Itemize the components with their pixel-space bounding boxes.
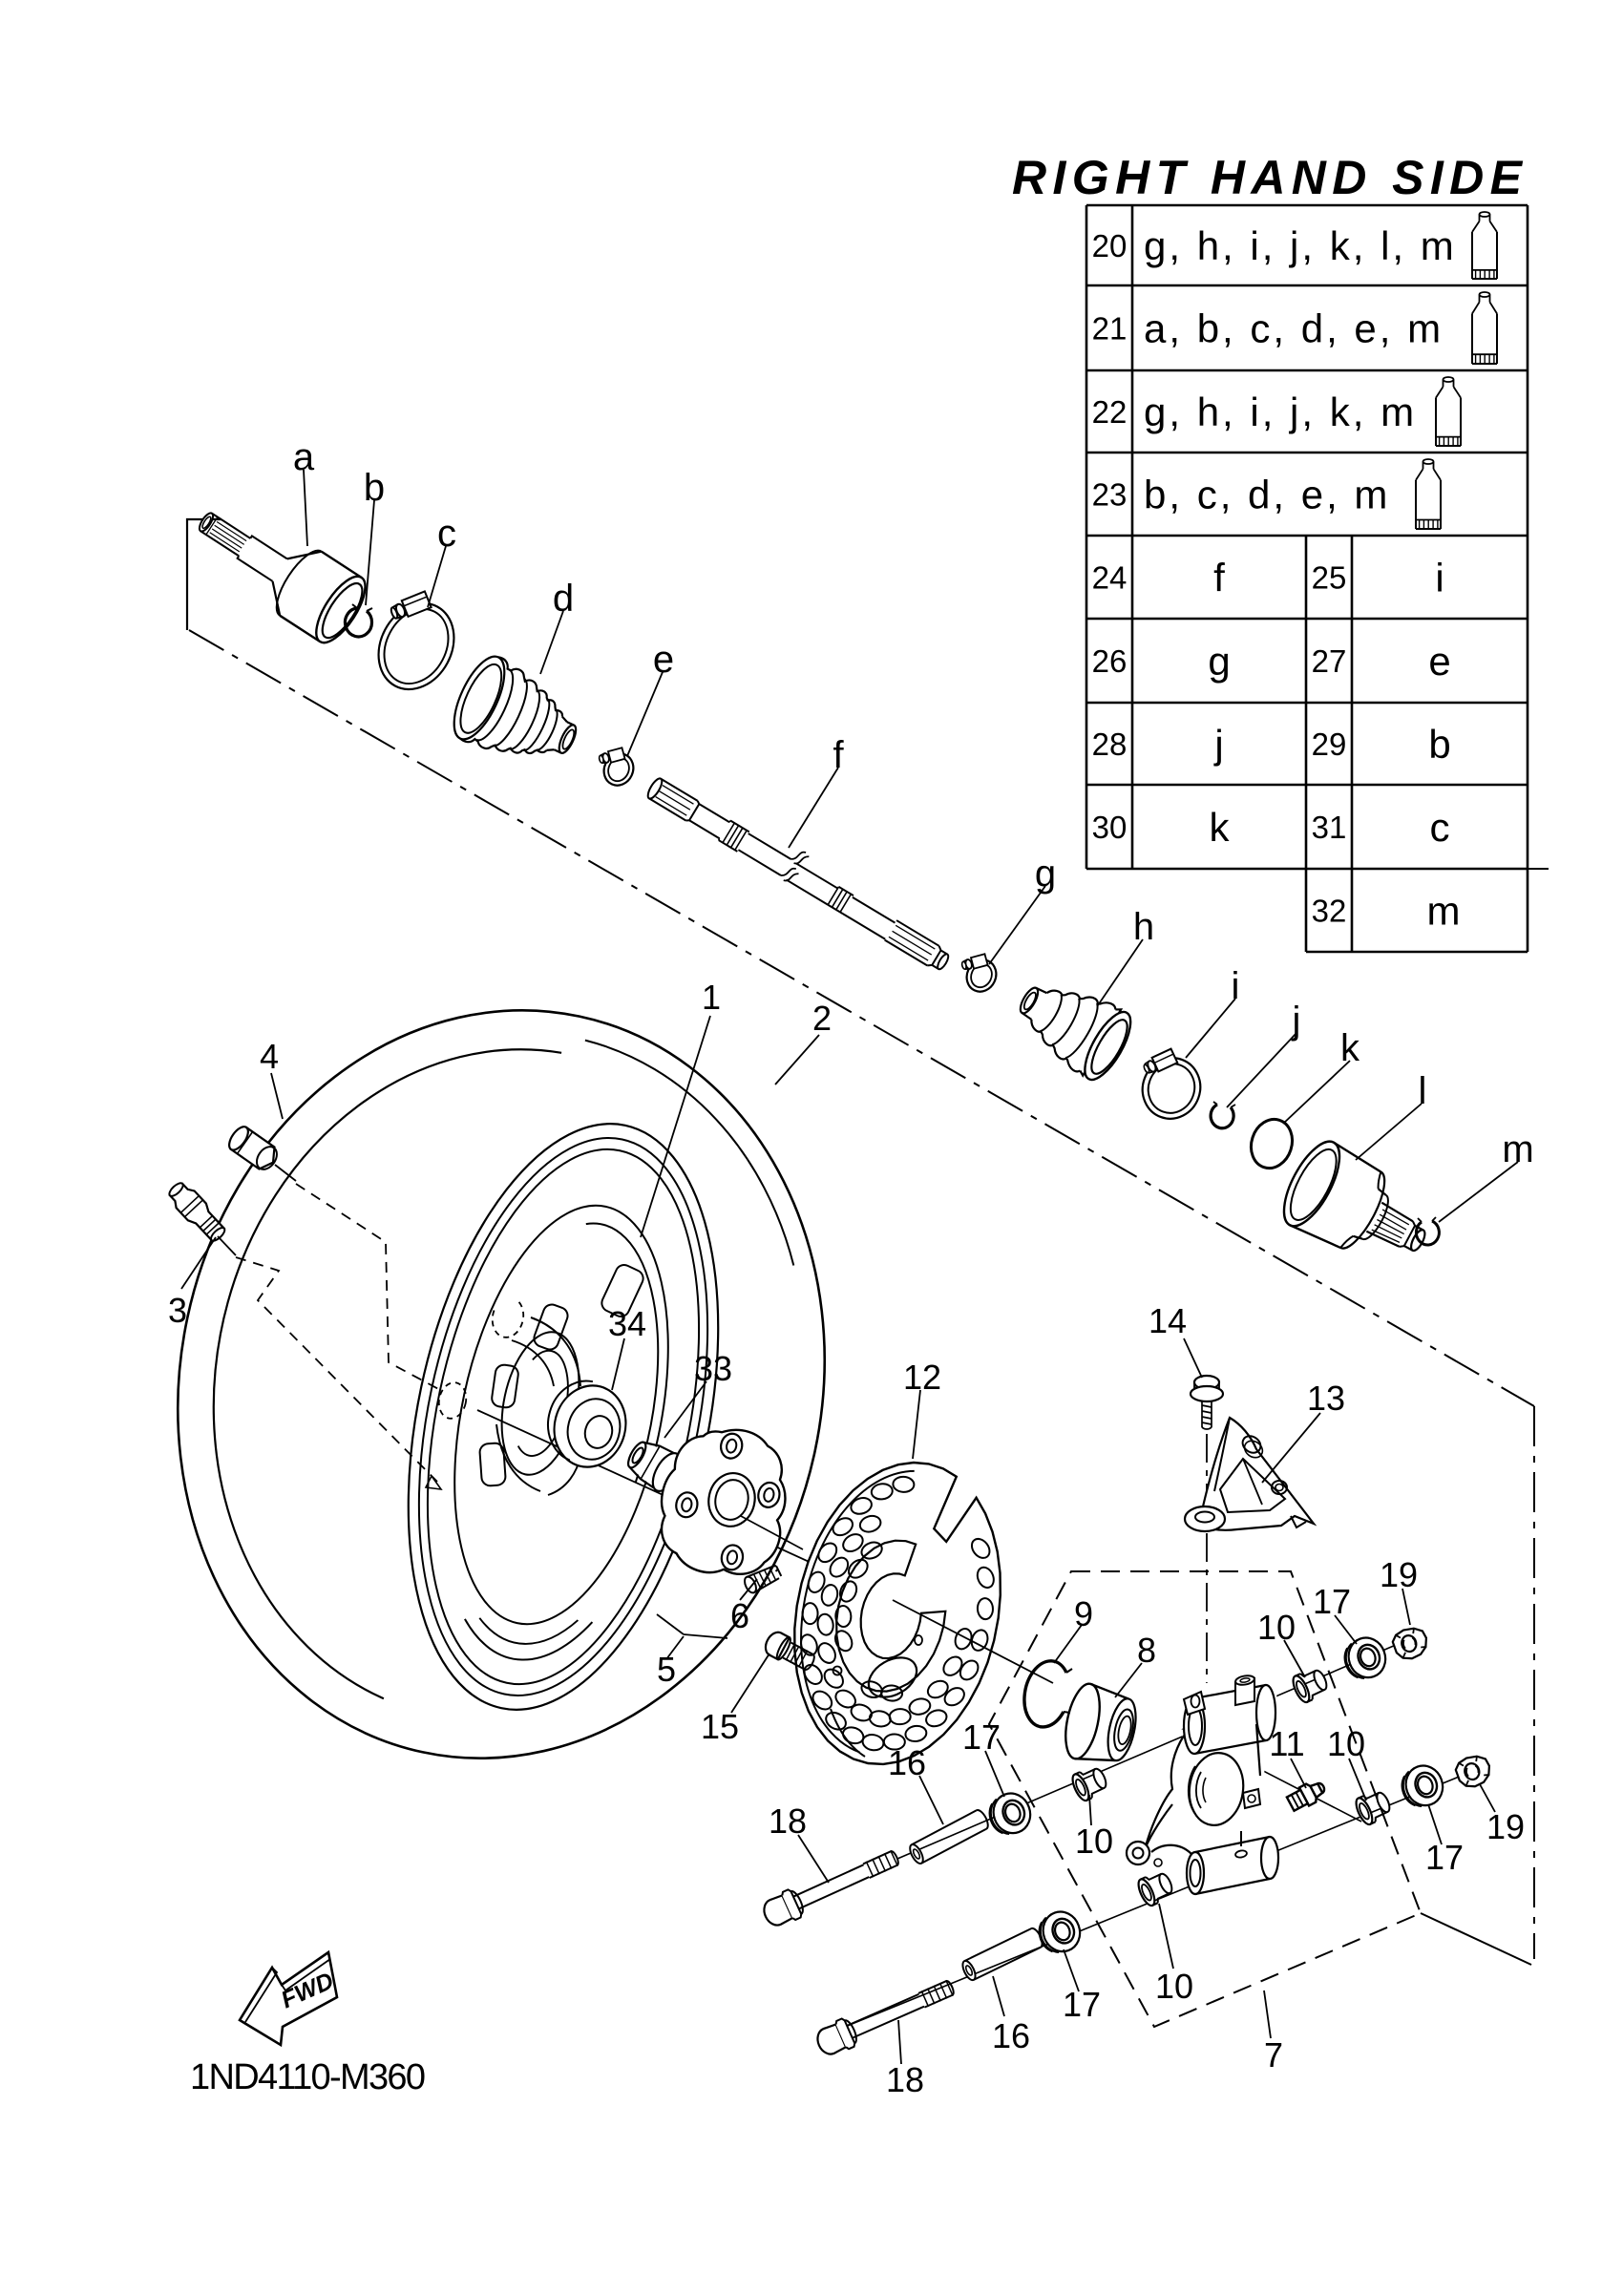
svg-text:14: 14 — [1149, 1301, 1187, 1340]
svg-text:g: g — [1208, 639, 1230, 684]
svg-text:18: 18 — [886, 2060, 924, 2099]
svg-text:19: 19 — [1380, 1555, 1418, 1594]
svg-text:b: b — [364, 467, 385, 509]
svg-text:23: 23 — [1092, 477, 1128, 513]
svg-text:16: 16 — [888, 1743, 926, 1782]
svg-text:31: 31 — [1312, 810, 1347, 845]
svg-text:17: 17 — [1313, 1582, 1351, 1621]
svg-text:7: 7 — [1264, 2035, 1283, 2075]
svg-text:10: 10 — [1075, 1822, 1113, 1861]
svg-text:9: 9 — [1074, 1594, 1093, 1633]
svg-text:c: c — [437, 513, 456, 555]
svg-text:b, c, d, e, m: b, c, d, e, m — [1144, 473, 1390, 517]
svg-text:33: 33 — [694, 1349, 732, 1388]
svg-text:18: 18 — [769, 1801, 807, 1841]
svg-text:28: 28 — [1092, 727, 1128, 762]
svg-text:a: a — [293, 436, 315, 478]
svg-text:d: d — [553, 578, 574, 620]
svg-text:8: 8 — [1137, 1631, 1156, 1670]
svg-text:19: 19 — [1486, 1807, 1525, 1846]
svg-text:1: 1 — [702, 978, 721, 1017]
svg-text:27: 27 — [1312, 643, 1347, 679]
svg-text:1ND4110-M360: 1ND4110-M360 — [190, 2057, 426, 2097]
svg-text:6: 6 — [730, 1596, 749, 1635]
svg-text:3: 3 — [168, 1291, 187, 1330]
svg-text:17: 17 — [1425, 1838, 1464, 1877]
svg-text:34: 34 — [608, 1304, 646, 1343]
svg-text:10: 10 — [1327, 1724, 1365, 1763]
svg-text:32: 32 — [1312, 894, 1347, 929]
svg-text:k: k — [1340, 1027, 1360, 1069]
svg-text:g: g — [1035, 853, 1056, 895]
svg-text:e: e — [1428, 639, 1450, 684]
svg-text:m: m — [1427, 889, 1461, 934]
svg-text:25: 25 — [1312, 560, 1347, 596]
svg-text:f: f — [1213, 556, 1225, 600]
svg-text:15: 15 — [701, 1707, 739, 1746]
svg-text:h: h — [1133, 906, 1154, 948]
svg-text:10: 10 — [1257, 1608, 1296, 1647]
svg-text:g, h, i, j, k, m: g, h, i, j, k, m — [1144, 390, 1417, 434]
svg-text:26: 26 — [1092, 643, 1128, 679]
svg-text:5: 5 — [657, 1650, 676, 1689]
svg-text:g, h, i, j, k, l, m: g, h, i, j, k, l, m — [1144, 223, 1457, 268]
svg-text:RIGHT HAND SIDE: RIGHT HAND SIDE — [1012, 151, 1524, 204]
svg-text:17: 17 — [1063, 1985, 1101, 2024]
svg-text:i: i — [1232, 965, 1240, 1007]
svg-text:29: 29 — [1312, 727, 1347, 762]
svg-text:22: 22 — [1092, 394, 1128, 430]
svg-text:e: e — [653, 639, 674, 681]
svg-text:17: 17 — [962, 1717, 1001, 1757]
svg-text:16: 16 — [992, 2016, 1030, 2055]
svg-text:24: 24 — [1092, 560, 1128, 596]
svg-text:j: j — [1292, 1000, 1301, 1042]
svg-text:13: 13 — [1307, 1379, 1345, 1418]
svg-text:a, b, c, d, e, m: a, b, c, d, e, m — [1144, 306, 1444, 351]
svg-text:f: f — [833, 734, 844, 776]
svg-text:b: b — [1428, 722, 1450, 767]
svg-text:2: 2 — [812, 999, 832, 1038]
svg-text:21: 21 — [1092, 311, 1128, 347]
svg-text:30: 30 — [1092, 810, 1128, 845]
svg-text:4: 4 — [260, 1037, 279, 1076]
svg-text:12: 12 — [903, 1358, 941, 1397]
svg-text:l: l — [1419, 1070, 1427, 1112]
svg-text:m: m — [1502, 1128, 1533, 1170]
svg-text:i: i — [1435, 556, 1444, 600]
svg-text:c: c — [1430, 805, 1450, 850]
svg-text:20: 20 — [1092, 228, 1128, 263]
svg-text:k: k — [1210, 805, 1231, 850]
svg-text:j: j — [1212, 722, 1223, 767]
svg-text:11: 11 — [1269, 1724, 1304, 1763]
svg-text:10: 10 — [1155, 1967, 1193, 2006]
